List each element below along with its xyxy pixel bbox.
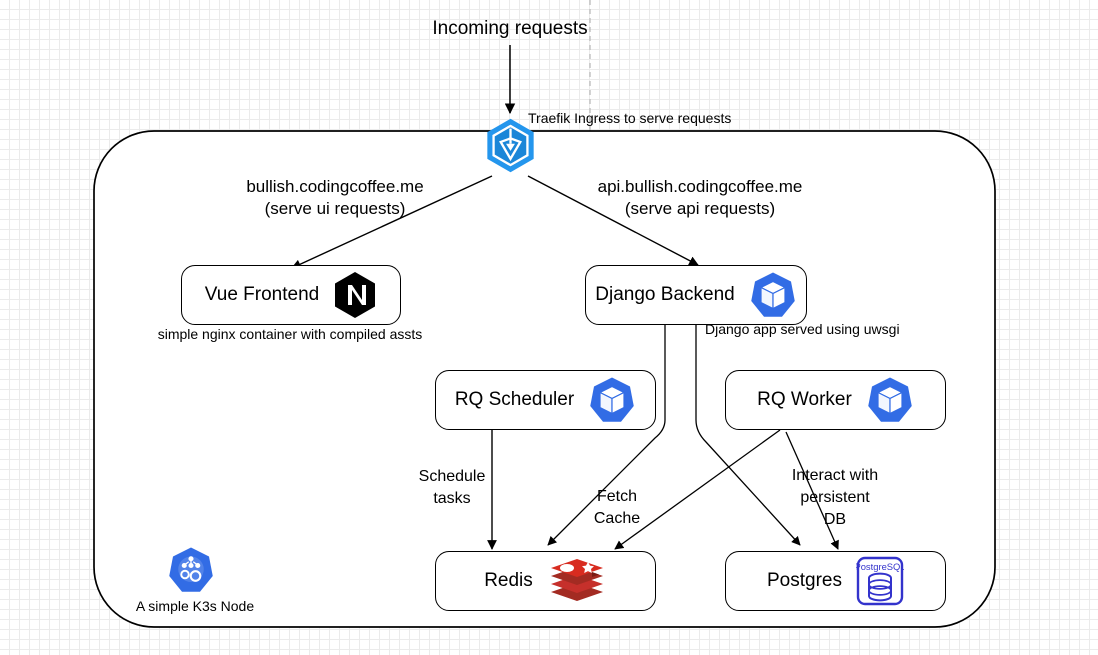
node-vue-frontend[interactable]: Vue Frontend	[181, 265, 401, 325]
page-title: Incoming requests	[432, 18, 588, 39]
backend-note: Django app served using uwsgi	[705, 321, 900, 337]
node-redis-label: Redis	[484, 570, 533, 591]
edge-backend-to-scheduler-trunk	[547, 322, 666, 546]
node-django-backend[interactable]: Django Backend	[585, 265, 807, 325]
postgres-badge-text: PostgreSQL	[856, 561, 904, 572]
redis-icon	[547, 556, 607, 606]
edge-worker-to-redis	[614, 429, 781, 550]
postgresql-icon: PostgreSQL	[854, 556, 906, 606]
cache-edge-label-line1: Fetch	[596, 488, 637, 505]
node-rq-scheduler[interactable]: RQ Scheduler	[435, 370, 656, 430]
db-edge-label-line3: DB	[823, 511, 847, 528]
kubernetes-pod-icon	[866, 376, 914, 424]
k3s-node-note: A simple K3s Node	[135, 598, 255, 614]
node-vue-frontend-label: Vue Frontend	[204, 284, 320, 305]
kubernetes-pod-icon	[749, 271, 797, 319]
k3s-node-icon	[167, 546, 215, 594]
traefik-icon	[482, 117, 539, 174]
edge-ingress-to-frontend	[291, 175, 493, 269]
edge-worker-to-postgres	[785, 431, 839, 550]
api-route-label-line2: (serve api requests)	[624, 199, 776, 218]
schedule-edge-label-line2: tasks	[433, 490, 471, 507]
node-rq-worker-label: RQ Worker	[757, 389, 852, 410]
db-edge-label-line1: Interact with	[791, 467, 879, 484]
node-rq-worker[interactable]: RQ Worker	[725, 370, 946, 430]
edge-ingress-to-backend	[527, 175, 699, 266]
node-rq-scheduler-label: RQ Scheduler	[454, 389, 575, 410]
edge-backend-to-worker-trunk	[695, 322, 801, 546]
node-postgres-label: Postgres	[767, 570, 842, 591]
cache-edge-label-line2: Cache	[593, 510, 641, 527]
ui-route-label-line2: (serve ui requests)	[264, 199, 406, 218]
ingress-note: Traefik Ingress to serve requests	[528, 110, 732, 126]
node-postgres[interactable]: Postgres PostgreSQL	[725, 551, 946, 611]
ui-route-label-line1: bullish.codingcoffee.me	[246, 177, 424, 196]
api-route-label-line1: api.bullish.codingcoffee.me	[597, 177, 803, 196]
db-edge-label-line2: persistent	[800, 489, 870, 506]
kubernetes-pod-icon	[588, 376, 636, 424]
schedule-edge-label-line1: Schedule	[418, 468, 486, 485]
node-redis[interactable]: Redis	[435, 551, 656, 611]
frontend-note: simple nginx container with compiled ass…	[157, 326, 423, 342]
nginx-icon	[333, 271, 377, 319]
node-django-backend-label: Django Backend	[595, 284, 735, 305]
